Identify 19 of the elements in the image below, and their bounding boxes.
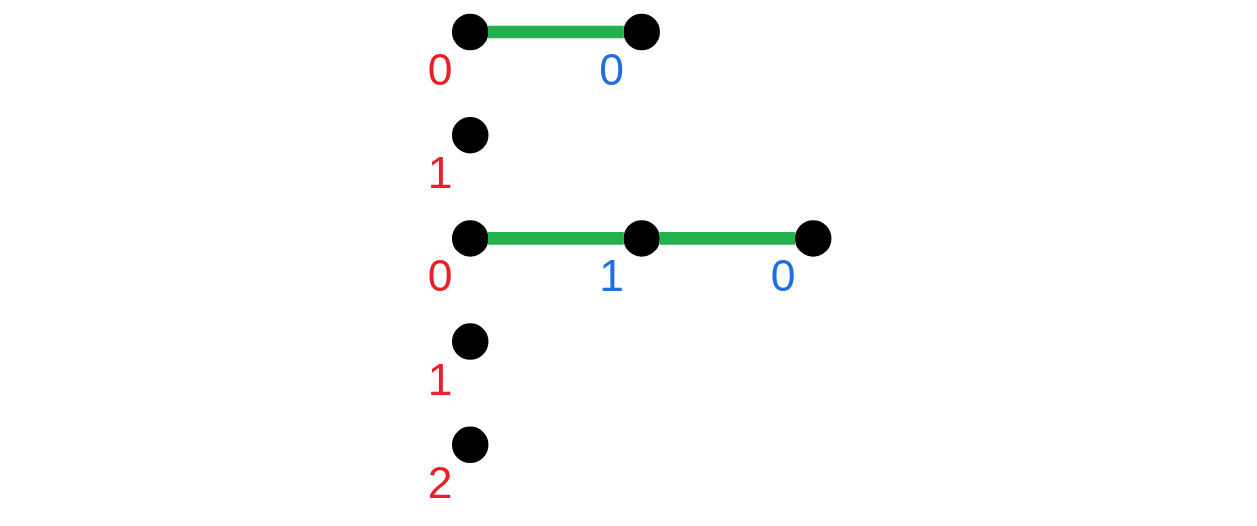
connector — [658, 232, 795, 245]
node-circle — [794, 220, 831, 257]
node-label: 2 — [427, 457, 452, 507]
node-label: 0 — [598, 45, 624, 95]
node-label: 0 — [427, 251, 452, 301]
connector — [487, 25, 624, 39]
node-circle — [451, 220, 488, 257]
node-label: 1 — [427, 354, 452, 404]
node-label: 1 — [598, 251, 624, 301]
node-circle — [451, 116, 488, 154]
connector — [487, 232, 624, 245]
node-circle — [451, 323, 488, 360]
node-label: 0 — [770, 251, 795, 301]
node-circle — [622, 13, 660, 51]
node-label: 1 — [427, 148, 452, 198]
node-circle — [451, 13, 488, 51]
node-circle — [451, 426, 488, 464]
node-circle — [622, 220, 660, 257]
node-label: 0 — [427, 45, 452, 95]
